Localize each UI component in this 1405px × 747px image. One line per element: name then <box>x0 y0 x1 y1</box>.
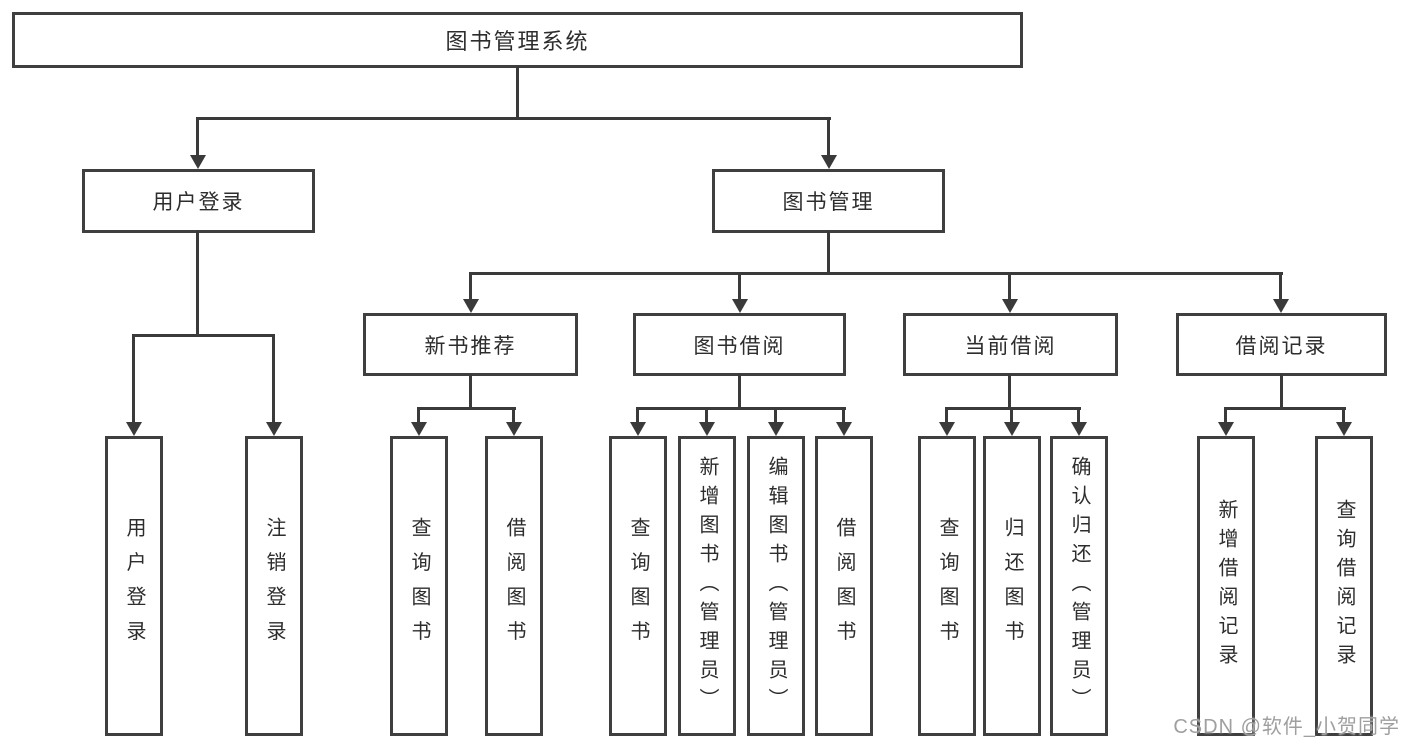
arrowhead-leaf-user-login <box>126 422 142 436</box>
connector-to-borrowrecords <box>1279 272 1282 301</box>
leaf-add-book-admin: 新增图书（管理员） <box>678 436 736 736</box>
arrowhead-leaf-borrow2 <box>836 422 852 436</box>
arrowhead-leaf-query2 <box>630 422 646 436</box>
arrowhead-book-management <box>821 155 837 169</box>
connector-to-leaf-borrow1 <box>512 407 515 423</box>
arrowhead-leaf-addrecord <box>1218 422 1234 436</box>
arrowhead-leaf-queryrecord <box>1336 422 1352 436</box>
arrowhead-leaf-query1 <box>411 422 427 436</box>
connector-to-leaf-return <box>1010 407 1013 423</box>
leaf-return-books: 归还图书 <box>983 436 1041 736</box>
connector-bookborrow-branch <box>636 407 846 410</box>
connector-to-leaf-query3 <box>945 407 948 423</box>
connector-borrowrecords-stem <box>1280 374 1283 409</box>
csdn-watermark: CSDN @软件_小贺同学 <box>1173 716 1400 738</box>
leaf-borrow-books-recommend: 借阅图书 <box>485 436 543 736</box>
connector-recommend-branch <box>417 407 516 410</box>
leaf-confirm-return-admin: 确认归还（管理员） <box>1050 436 1108 736</box>
connector-userlogin-branch <box>132 334 275 337</box>
leaf-query-borrow-record: 查询借阅记录 <box>1315 436 1373 736</box>
arrowhead-currentborrow <box>1002 299 1018 313</box>
leaf-query-books-borrow: 查询图书 <box>609 436 667 736</box>
connector-to-leaf-addrecord <box>1224 407 1227 423</box>
arrowhead-borrowrecords <box>1273 299 1289 313</box>
arrowhead-user-login <box>190 155 206 169</box>
leaf-query-books-recommend: 查询图书 <box>390 436 448 736</box>
connector-recommend-stem <box>469 374 472 409</box>
connector-to-recommend <box>469 272 472 301</box>
connector-to-leaf-queryrecord <box>1342 407 1345 423</box>
connector-root-branch <box>197 117 831 120</box>
connector-to-leaf-confirmreturn <box>1077 407 1080 423</box>
connector-bookmgmt-stem <box>827 231 830 274</box>
connector-to-leaf-editbook <box>774 407 777 423</box>
leaf-add-borrow-record: 新增借阅记录 <box>1197 436 1255 736</box>
connector-to-leaf-query2 <box>636 407 639 423</box>
connector-to-user-login <box>196 117 199 157</box>
leaf-query-books-current: 查询图书 <box>918 436 976 736</box>
connector-bookmgmt-branch <box>470 272 1283 275</box>
connector-to-bookborrow <box>738 272 741 301</box>
connector-currentborrow-stem <box>1008 374 1011 409</box>
connector-to-leaf-logout <box>272 334 275 423</box>
connector-root-stem <box>516 66 519 119</box>
connector-to-book-management <box>827 117 830 157</box>
node-book-management: 图书管理 <box>712 169 945 233</box>
arrowhead-bookborrow <box>732 299 748 313</box>
leaf-edit-book-admin: 编辑图书（管理员） <box>747 436 805 736</box>
connector-to-leaf-user-login <box>132 334 135 423</box>
connector-to-leaf-borrow2 <box>842 407 845 423</box>
connector-userlogin-stem <box>196 231 199 336</box>
connector-bookborrow-stem <box>738 374 741 409</box>
arrowhead-recommend <box>463 299 479 313</box>
arrowhead-leaf-editbook <box>768 422 784 436</box>
arrowhead-leaf-return <box>1004 422 1020 436</box>
connector-borrowrecords-branch <box>1224 407 1346 410</box>
node-borrow-records: 借阅记录 <box>1176 313 1387 376</box>
connector-currentborrow-branch <box>946 407 1081 410</box>
arrowhead-leaf-confirmreturn <box>1071 422 1087 436</box>
leaf-user-login: 用户登录 <box>105 436 163 736</box>
node-new-book-recommend: 新书推荐 <box>363 313 578 376</box>
node-current-borrow: 当前借阅 <box>903 313 1118 376</box>
arrowhead-leaf-addbook <box>699 422 715 436</box>
arrowhead-leaf-query3 <box>939 422 955 436</box>
arrowhead-leaf-borrow1 <box>506 422 522 436</box>
connector-to-currentborrow <box>1008 272 1011 301</box>
leaf-logout: 注销登录 <box>245 436 303 736</box>
node-user-login: 用户登录 <box>82 169 315 233</box>
connector-to-leaf-addbook <box>705 407 708 423</box>
node-root: 图书管理系统 <box>12 12 1023 68</box>
leaf-borrow-books-borrow: 借阅图书 <box>815 436 873 736</box>
arrowhead-leaf-logout <box>266 422 282 436</box>
connector-to-leaf-query1 <box>417 407 420 423</box>
node-book-borrow: 图书借阅 <box>633 313 846 376</box>
